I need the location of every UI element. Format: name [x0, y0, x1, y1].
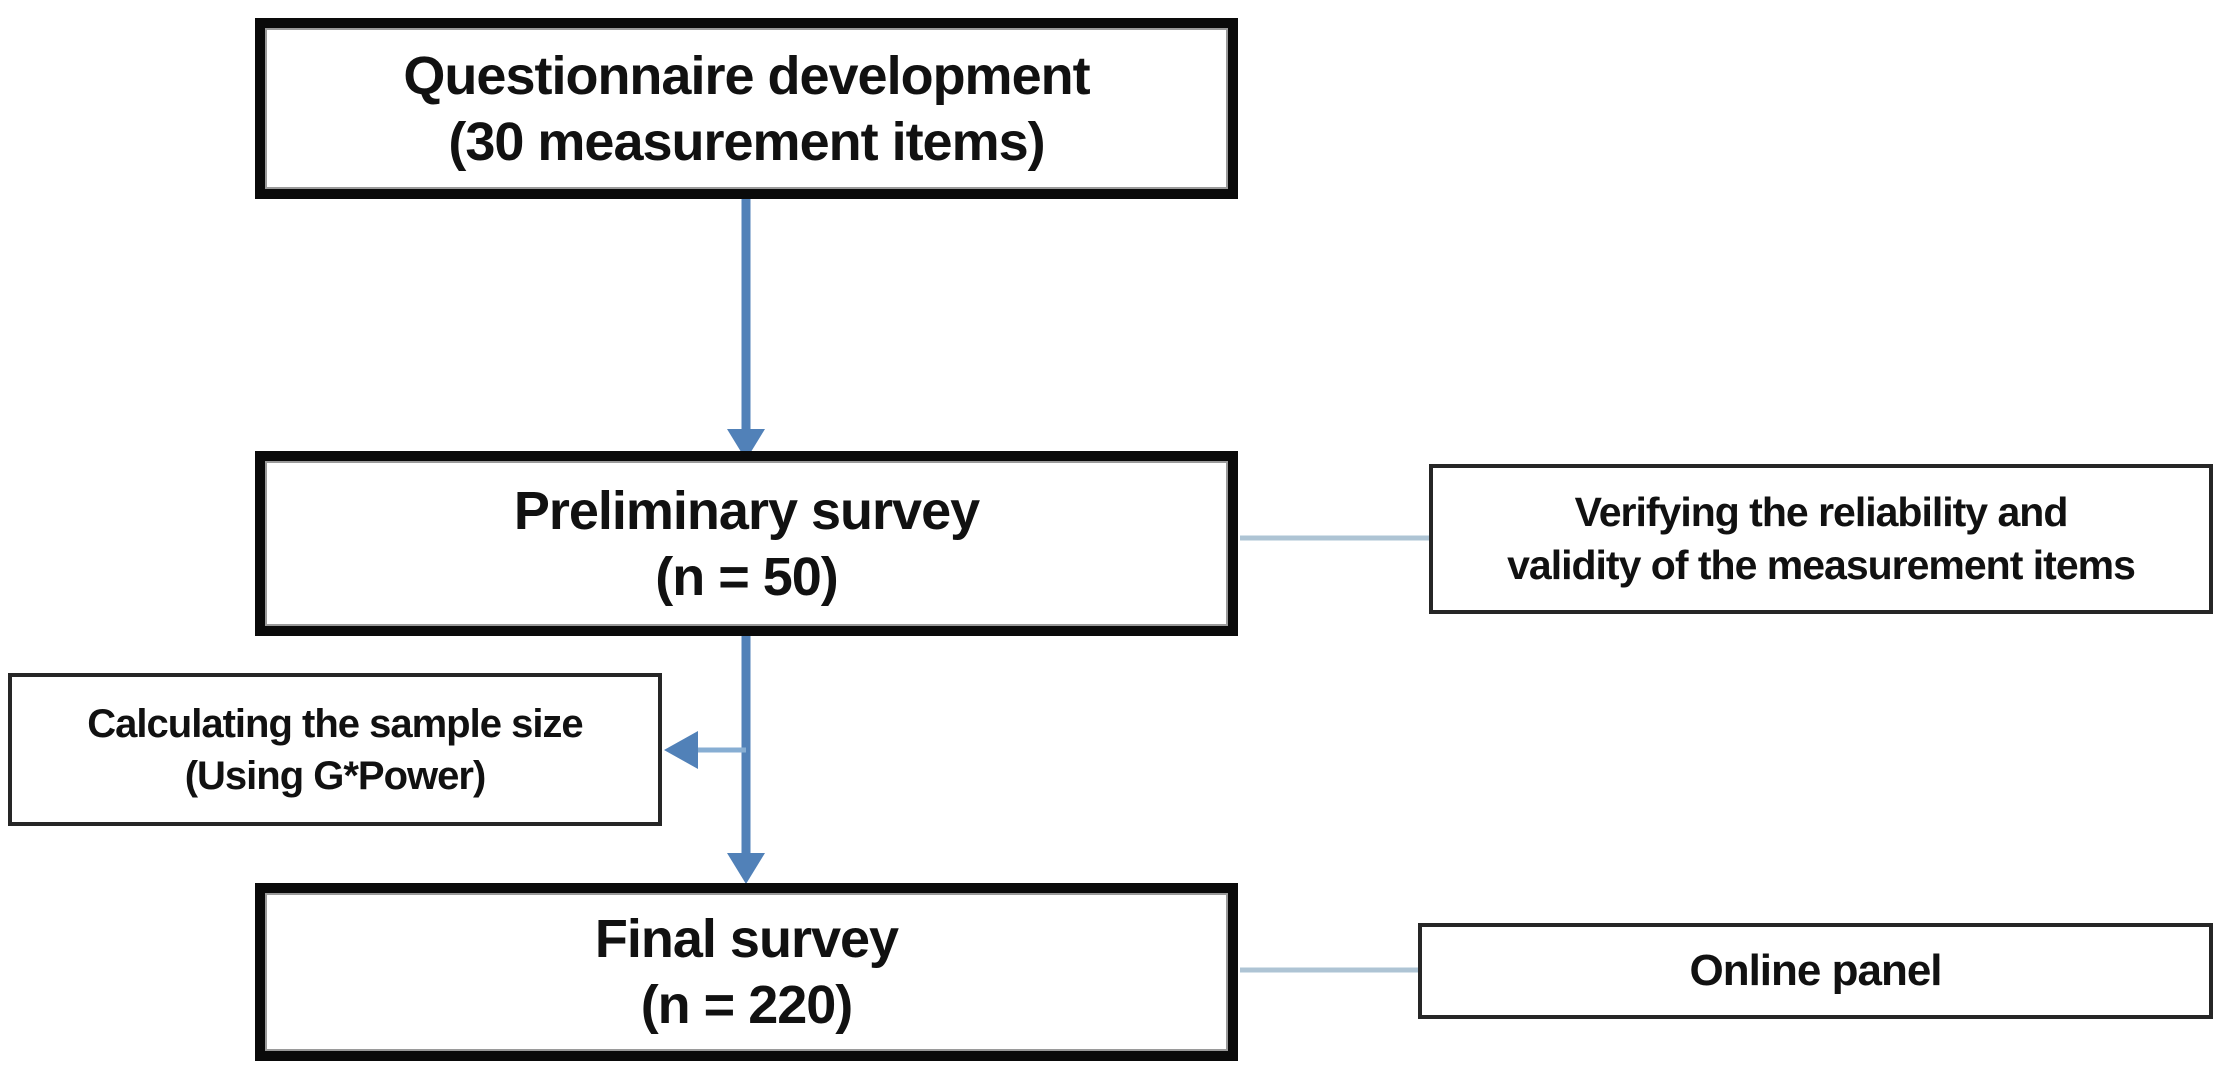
questionnaire-line1: Questionnaire development: [403, 45, 1090, 106]
arrow-branch-to-calculating-head: [664, 731, 698, 769]
verifying-line2: validity of the measurement items: [1507, 542, 2136, 588]
side-box-verifying-reliability: Verifying the reliability and validity o…: [1429, 464, 2213, 614]
preliminary-line1: Preliminary survey: [513, 480, 980, 541]
questionnaire-line2: (30 measurement items): [448, 111, 1045, 172]
side-box-online-panel: Online panel: [1418, 923, 2213, 1019]
flow-box-preliminary-survey: Preliminary survey (n = 50): [255, 451, 1238, 636]
verifying-line1: Verifying the reliability and: [1574, 489, 2069, 535]
calculating-line1: Calculating the sample size: [87, 701, 583, 746]
online-line1: Online panel: [1689, 946, 1942, 995]
side-box-calculating-sample-size: Calculating the sample size (Using G*Pow…: [8, 673, 662, 826]
arrow-preliminary-to-final-head: [727, 853, 765, 884]
flow-box-final-survey: Final survey (n = 220): [255, 883, 1238, 1061]
flow-box-questionnaire-development: Questionnaire development (30 measuremen…: [255, 18, 1238, 199]
preliminary-line2: (n = 50): [655, 546, 839, 607]
final-line2: (n = 220): [640, 975, 854, 1035]
final-line1: Final survey: [594, 909, 899, 969]
calculating-line2: (Using G*Power): [184, 753, 487, 798]
